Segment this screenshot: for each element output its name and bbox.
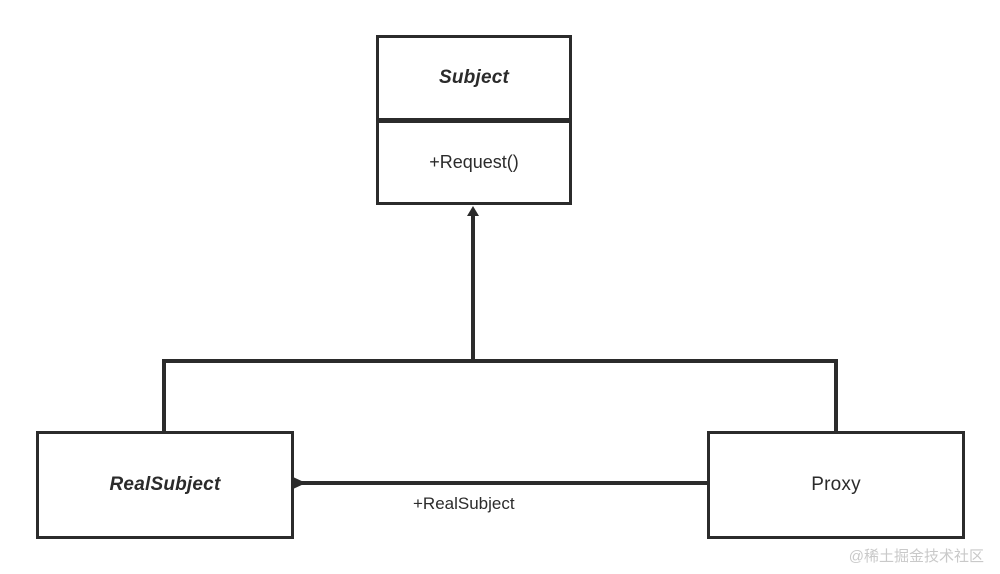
class-name-compartment-proxy: Proxy <box>710 434 962 536</box>
watermark-text: @稀土掘金技术社区 <box>848 548 984 565</box>
class-box-subject[interactable]: Subject +Request() <box>376 35 572 205</box>
class-title-realsubject: RealSubject <box>109 474 221 495</box>
class-name-compartment-realsubject: RealSubject <box>39 434 291 536</box>
class-title-subject: Subject <box>438 67 510 88</box>
class-box-realsubject[interactable]: RealSubject <box>36 431 294 539</box>
class-box-proxy[interactable]: Proxy <box>707 431 965 539</box>
association-label-realsubject: +RealSubject <box>413 494 515 513</box>
class-name-compartment-subject: Subject <box>379 38 569 123</box>
class-member-request: +Request() <box>429 152 519 172</box>
class-title-proxy: Proxy <box>811 474 861 495</box>
class-members-compartment-subject: +Request() <box>379 123 569 202</box>
